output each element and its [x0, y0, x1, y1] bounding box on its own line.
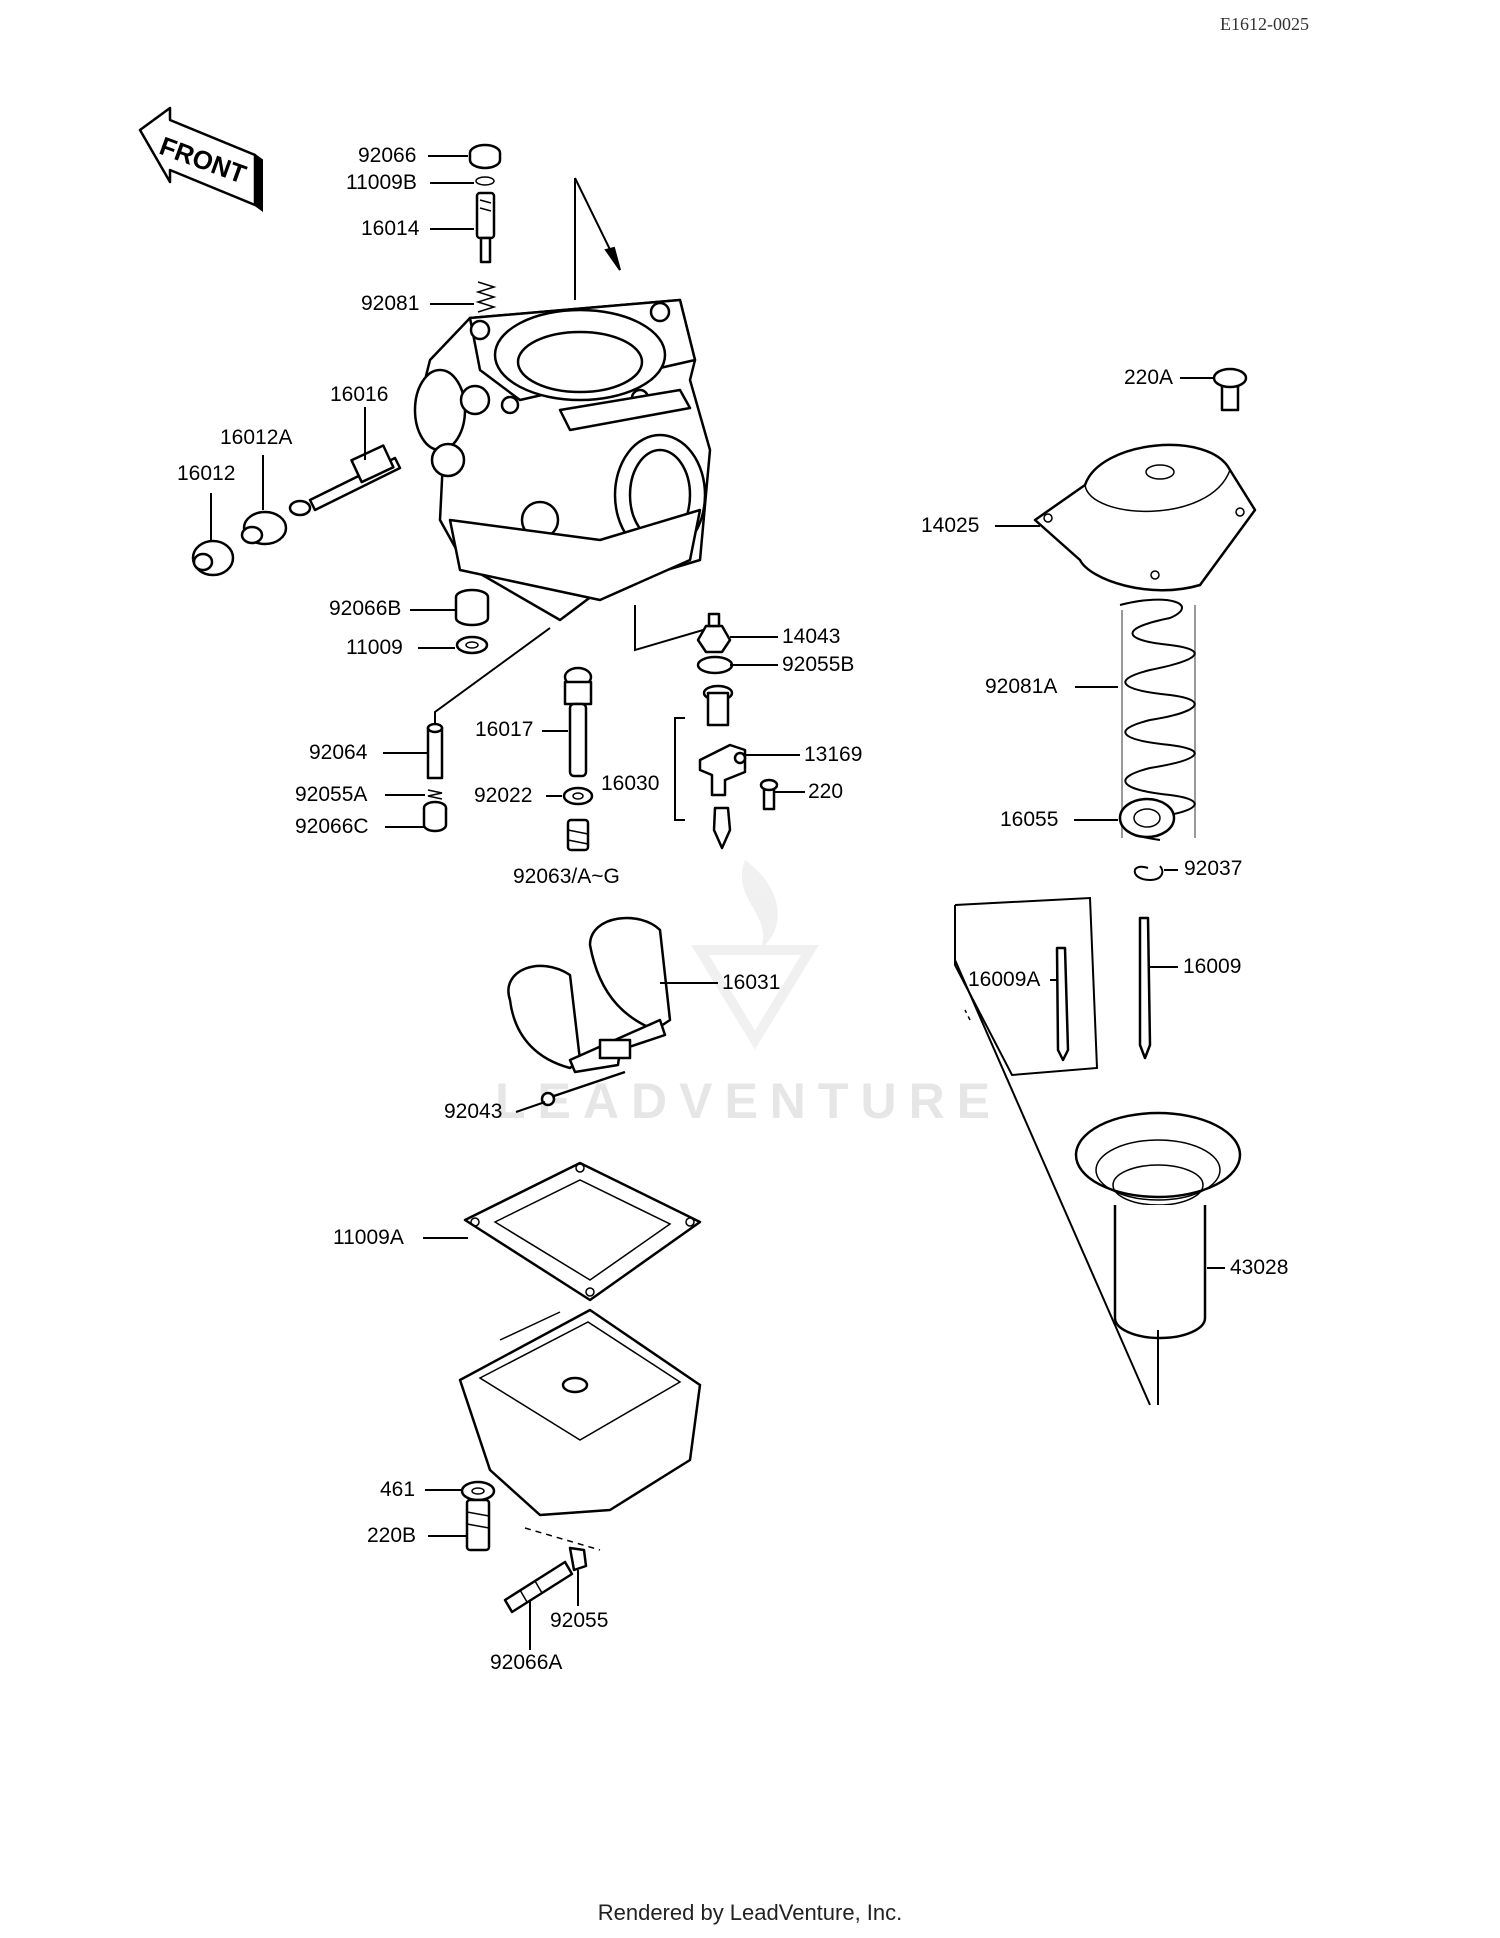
callout-92037: 92037 — [1184, 857, 1243, 880]
leader-lines — [210, 155, 1225, 1650]
part-92066A — [503, 1560, 574, 1614]
part-14025 — [1033, 443, 1257, 592]
part-92066C — [422, 800, 448, 833]
callout-92066C: 92066C — [295, 815, 369, 838]
part-16009A-box — [954, 896, 1099, 1077]
part-11009A — [463, 1161, 702, 1302]
part-16009 — [1138, 916, 1152, 1060]
leadventure-logo-icon — [691, 860, 819, 1050]
callout-220B: 220B — [367, 1524, 417, 1547]
callout-16009A: 16009A — [968, 968, 1041, 991]
callout-92066: 92066 — [358, 144, 417, 167]
part-14043 — [696, 612, 732, 654]
part-11009B — [475, 176, 495, 186]
part-92055B — [696, 655, 734, 675]
part-92066B — [454, 588, 490, 627]
callout-16012: 16012 — [177, 462, 236, 485]
part-92043 — [540, 1070, 626, 1107]
direction-arrow-icon — [574, 177, 621, 300]
callout-16016: 16016 — [330, 383, 389, 406]
footer-credit: Rendered by LeadVenture, Inc. — [597, 1900, 903, 1925]
part-16031 — [507, 916, 672, 1074]
callout-11009: 11009 — [346, 636, 403, 659]
part-92055A — [427, 789, 443, 800]
callout-14025: 14025 — [921, 514, 980, 537]
callout-92022: 92022 — [474, 784, 533, 807]
callout-13169: 13169 — [804, 743, 863, 766]
part-16014 — [475, 191, 496, 264]
part-13169 — [733, 751, 747, 765]
callout-92064: 92064 — [309, 741, 368, 764]
part-16016 — [288, 444, 402, 517]
part-16017 — [563, 666, 593, 778]
part-92064 — [426, 722, 444, 780]
part-16012A — [240, 510, 288, 546]
callout-92055: 92055 — [550, 1609, 609, 1632]
part-92066 — [468, 143, 502, 170]
callout-92055B: 92055B — [782, 653, 855, 676]
callout-11009B: 11009B — [346, 171, 417, 194]
part-16009A — [1055, 946, 1070, 1062]
part-92055 — [568, 1546, 588, 1572]
float-bowl — [458, 1308, 702, 1517]
part-92022 — [562, 786, 594, 806]
callout-14043: 14043 — [782, 625, 841, 648]
callout-220A: 220A — [1124, 366, 1174, 389]
callout-92081A: 92081A — [985, 675, 1058, 698]
part-16012 — [191, 539, 235, 577]
callout-16031: 16031 — [722, 971, 781, 994]
part-11009 — [455, 635, 489, 655]
part-43028 — [1074, 1111, 1242, 1405]
part-16030-bracket — [674, 684, 747, 850]
part-461 — [460, 1480, 496, 1502]
callout-92066A: 92066A — [490, 1651, 563, 1674]
callout-92081: 92081 — [361, 292, 420, 315]
part-220A — [1212, 367, 1248, 412]
part-92081 — [475, 281, 497, 313]
document-id: E1612-0025 — [1220, 14, 1309, 34]
callout-461: 461 — [380, 1478, 416, 1501]
callout-11009A: 11009A — [333, 1226, 404, 1249]
carburetor-body — [413, 298, 712, 622]
part-220 — [759, 778, 779, 811]
part-220B — [465, 1498, 491, 1552]
callout-16030: 16030 — [601, 772, 660, 795]
callout-43028: 43028 — [1230, 1256, 1289, 1279]
callout-92066B: 92066B — [329, 597, 402, 620]
callout-16017: 16017 — [475, 718, 534, 741]
callout-16012A: 16012A — [220, 426, 293, 449]
watermark: LEADVENTURE — [495, 1073, 1003, 1129]
callout-92063: 92063/A~G — [513, 865, 620, 888]
front-arrow-icon: FRONT — [138, 106, 263, 212]
part-92063 — [566, 818, 590, 852]
callout-16055: 16055 — [1000, 808, 1059, 831]
callout-92043: 92043 — [444, 1100, 503, 1123]
callout-92055A: 92055A — [295, 783, 368, 806]
part-92037 — [1133, 865, 1164, 882]
callout-16009: 16009 — [1183, 955, 1242, 978]
part-16055 — [1118, 797, 1176, 839]
callout-16014: 16014 — [361, 217, 420, 240]
callout-220: 220 — [808, 780, 844, 803]
part-92081A — [1119, 598, 1196, 841]
